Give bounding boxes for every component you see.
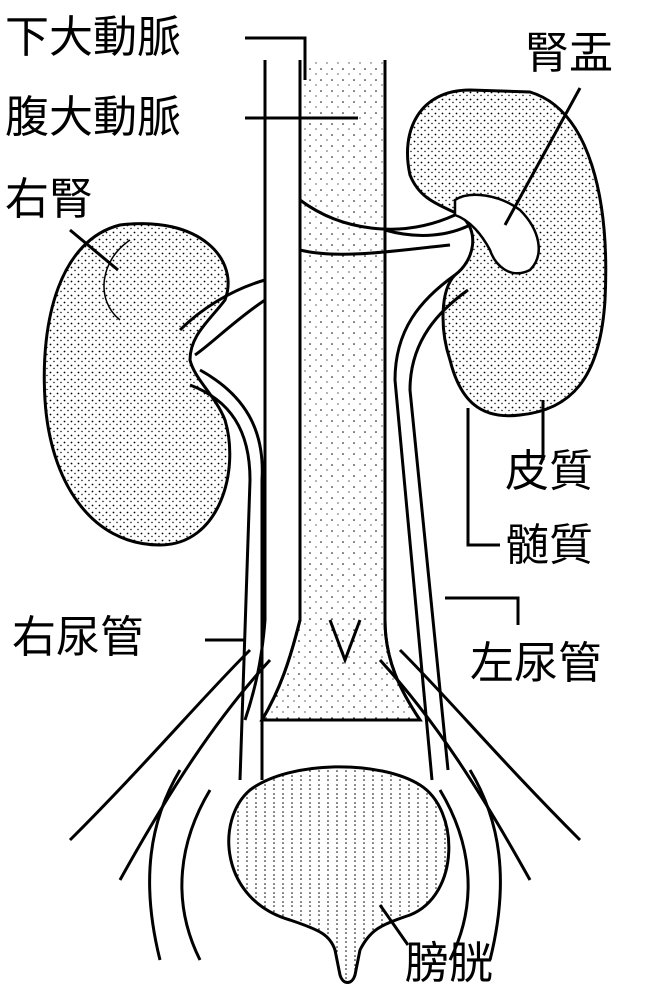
renal-vessels bbox=[178, 198, 471, 357]
inferior-vena-cava-shape bbox=[243, 60, 362, 721]
label-abdominal-aorta: 腹大動脈 bbox=[5, 92, 181, 143]
label-inferior-vena-cava: 下大動脈 bbox=[5, 12, 181, 63]
leader-lines bbox=[69, 36, 582, 946]
label-left-ureter: 左尿管 bbox=[470, 638, 602, 689]
right-kidney-shape bbox=[42, 222, 232, 547]
label-medulla: 髄質 bbox=[505, 520, 593, 571]
abdominal-aorta-shape bbox=[259, 60, 423, 722]
label-renal-pelvis: 腎盂 bbox=[525, 28, 613, 79]
bladder-shape bbox=[227, 765, 451, 984]
left-kidney-shape bbox=[406, 88, 608, 418]
label-right-kidney: 右腎 bbox=[5, 174, 93, 225]
label-cortex: 皮質 bbox=[505, 446, 593, 497]
label-bladder: 膀胱 bbox=[405, 938, 493, 989]
ureters bbox=[189, 273, 469, 781]
label-right-ureter: 右尿管 bbox=[12, 612, 144, 663]
